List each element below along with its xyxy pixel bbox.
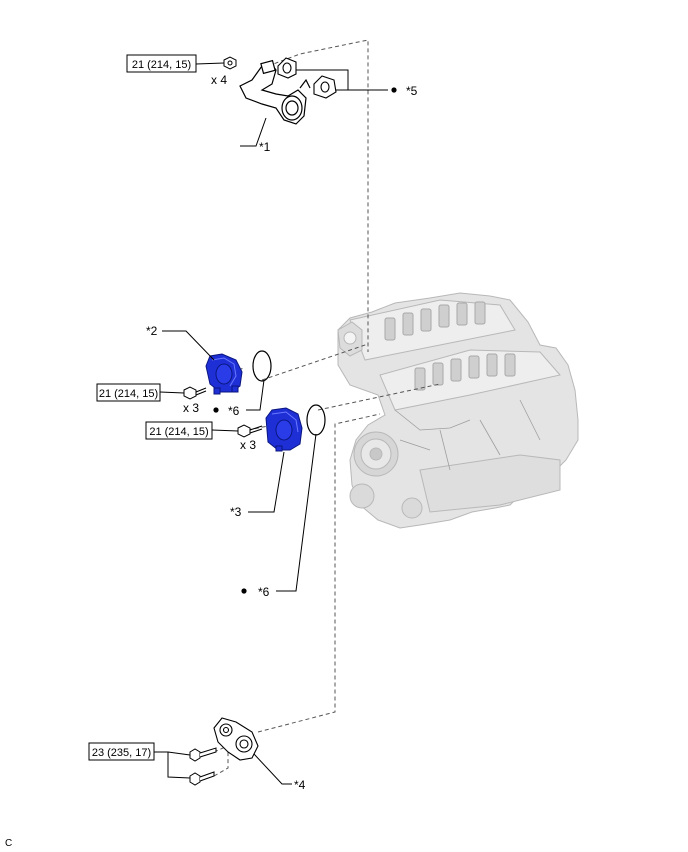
torque-label-3: 21 (214, 15)	[149, 426, 208, 438]
water-outlet-pipe	[239, 59, 311, 125]
o-ring-lower	[306, 404, 326, 436]
callout-6-upper: *6	[228, 404, 240, 418]
quantity-label-3: x 3	[240, 438, 256, 452]
blue-part-3	[265, 407, 303, 452]
torque-box-1: 21 (214, 15)	[126, 54, 197, 73]
torque-label-4: 23 (235, 17)	[92, 747, 151, 759]
callout-1: *1	[259, 140, 271, 154]
bullet-6-upper	[213, 407, 219, 413]
engine-block	[337, 292, 579, 529]
torque-label-2: 21 (214, 15)	[99, 388, 158, 400]
bullet-5	[391, 87, 397, 93]
gasket-5-b	[313, 75, 337, 99]
quantity-label-1: x 4	[211, 73, 227, 87]
bolt-part-2	[183, 386, 207, 400]
bolt-part-4-upper	[189, 747, 217, 762]
nut	[223, 56, 237, 70]
callout-5: *5	[406, 84, 418, 98]
o-ring-upper	[252, 350, 272, 382]
callout-3: *3	[230, 505, 242, 519]
leader-lines	[154, 62, 388, 785]
figure-code: C	[5, 838, 12, 849]
bolt-part-3	[237, 424, 263, 438]
torque-label-1: 21 (214, 15)	[132, 59, 191, 71]
torque-box-2: 21 (214, 15)	[96, 383, 161, 402]
blue-part-2	[205, 353, 243, 395]
tensioner-part-4	[213, 717, 259, 761]
bullet-6-lower	[241, 588, 247, 594]
torque-box-3: 21 (214, 15)	[145, 421, 213, 440]
callout-6-lower: *6	[258, 585, 270, 599]
gasket-5-a	[277, 57, 297, 79]
quantity-label-2: x 3	[183, 401, 199, 415]
torque-box-4: 23 (235, 17)	[88, 742, 155, 761]
callout-4: *4	[294, 778, 306, 792]
callout-2: *2	[146, 324, 158, 338]
bolt-part-4-lower	[189, 771, 215, 786]
